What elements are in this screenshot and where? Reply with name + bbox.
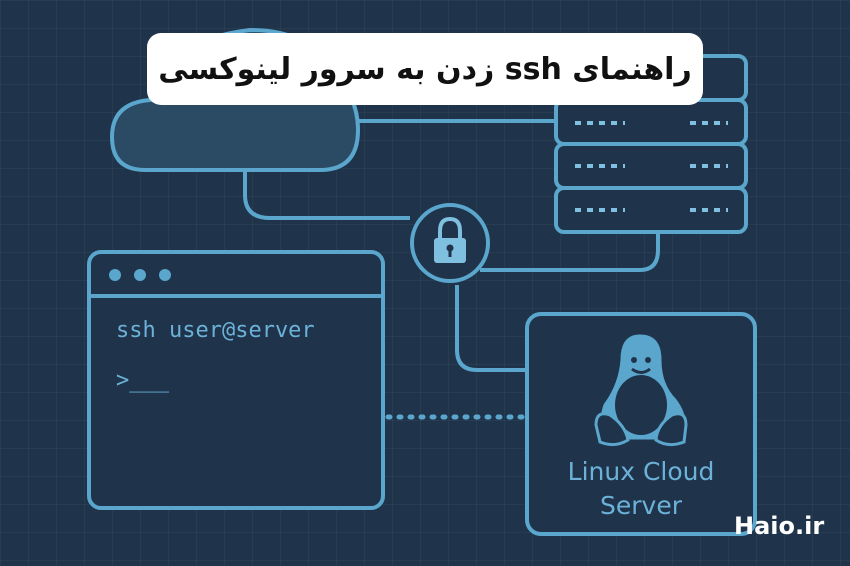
lock-icon bbox=[410, 203, 490, 283]
terminal-prompt: >___ bbox=[116, 368, 169, 393]
server-label: Linux Cloud Server bbox=[527, 455, 755, 523]
brand-watermark: Haio.ir bbox=[734, 512, 825, 540]
server-label-line1: Linux Cloud bbox=[567, 457, 715, 486]
title-banner: راهنمای ssh زدن به سرور لینوکسی bbox=[147, 33, 703, 105]
connector-line bbox=[243, 170, 410, 220]
terminal-command: ssh user@server bbox=[116, 318, 315, 343]
tux-penguin-icon bbox=[594, 334, 688, 447]
server-label-line2: Server bbox=[600, 491, 682, 520]
terminal-window bbox=[87, 250, 385, 510]
connector-line bbox=[480, 232, 660, 272]
page-title: راهنمای ssh زدن به سرور لینوکسی bbox=[158, 51, 692, 87]
connector-line bbox=[455, 285, 527, 372]
